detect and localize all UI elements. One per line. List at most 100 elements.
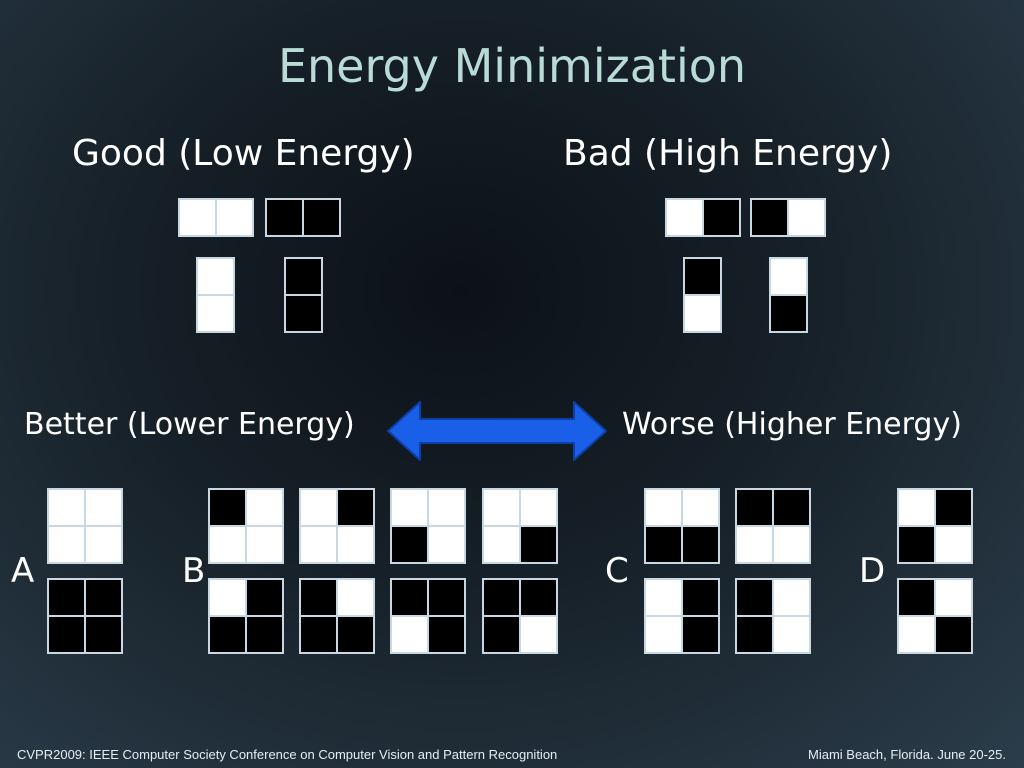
black-cell xyxy=(897,578,936,617)
grid-b-3 xyxy=(390,488,466,564)
black-cell xyxy=(519,578,558,617)
black-cell xyxy=(47,615,86,654)
white-cell xyxy=(772,578,811,617)
grid-b-1 xyxy=(208,488,284,564)
black-cell xyxy=(702,198,741,237)
white-cell xyxy=(299,488,338,527)
black-cell xyxy=(934,615,973,654)
grid-c-3 xyxy=(644,578,720,654)
white-cell xyxy=(215,198,254,237)
black-cell xyxy=(47,578,86,617)
white-cell xyxy=(644,615,683,654)
black-cell xyxy=(482,578,521,617)
black-cell xyxy=(427,578,466,617)
black-cell xyxy=(897,525,936,564)
black-cell xyxy=(284,294,323,333)
black-cell xyxy=(644,525,683,564)
white-cell xyxy=(644,578,683,617)
group-label-c: C xyxy=(605,551,629,591)
good-pair-vertical-same-white xyxy=(196,257,235,333)
black-cell xyxy=(284,257,323,296)
grid-b-6 xyxy=(299,578,375,654)
white-cell xyxy=(665,198,704,237)
black-cell xyxy=(390,578,429,617)
grid-c-1 xyxy=(644,488,720,564)
white-cell xyxy=(336,525,375,564)
black-cell xyxy=(245,615,284,654)
double-arrow-icon xyxy=(387,401,607,461)
black-cell xyxy=(336,615,375,654)
black-cell xyxy=(336,488,375,527)
white-cell xyxy=(208,578,247,617)
black-cell xyxy=(208,488,247,527)
black-cell xyxy=(519,525,558,564)
worse-label: Worse (Higher Energy) xyxy=(622,407,962,442)
white-cell xyxy=(772,525,811,564)
white-cell xyxy=(196,257,235,296)
black-cell xyxy=(735,488,774,527)
good-pair-horizontal-same-black xyxy=(265,198,341,237)
group-label-d: D xyxy=(859,551,886,591)
bad-pair-horizontal-white-black xyxy=(665,198,741,237)
footer-location-date: Miami Beach, Florida. June 20-25. xyxy=(808,747,1006,762)
grid-a-all-black xyxy=(47,578,123,654)
white-cell xyxy=(644,488,683,527)
black-cell xyxy=(265,198,304,237)
grid-d-2 xyxy=(897,578,973,654)
grid-b-4 xyxy=(482,488,558,564)
grid-b-7 xyxy=(390,578,466,654)
black-cell xyxy=(683,257,722,296)
white-cell xyxy=(245,525,284,564)
white-cell xyxy=(897,615,936,654)
white-cell xyxy=(390,615,429,654)
footer-conference: CVPR2009: IEEE Computer Society Conferen… xyxy=(17,747,558,762)
group-label-a: A xyxy=(11,551,35,591)
white-cell xyxy=(519,615,558,654)
grid-c-4 xyxy=(735,578,811,654)
bad-pair-horizontal-black-white xyxy=(750,198,826,237)
white-cell xyxy=(735,525,774,564)
white-cell xyxy=(336,578,375,617)
group-label-b: B xyxy=(182,551,206,591)
black-cell xyxy=(390,525,429,564)
black-cell xyxy=(750,198,789,237)
good-pair-horizontal-same-white xyxy=(178,198,254,237)
grid-a-all-white xyxy=(47,488,123,564)
black-cell xyxy=(482,615,521,654)
white-cell xyxy=(934,578,973,617)
black-cell xyxy=(735,615,774,654)
black-cell xyxy=(934,488,973,527)
white-cell xyxy=(934,525,973,564)
white-cell xyxy=(390,488,429,527)
white-cell xyxy=(681,488,720,527)
black-cell xyxy=(427,615,466,654)
white-cell xyxy=(84,525,123,564)
good-pair-vertical-same-black xyxy=(284,257,323,333)
black-cell xyxy=(208,615,247,654)
white-cell xyxy=(519,488,558,527)
black-cell xyxy=(769,294,808,333)
black-cell xyxy=(299,615,338,654)
black-cell xyxy=(84,615,123,654)
white-cell xyxy=(299,525,338,564)
black-cell xyxy=(772,488,811,527)
bad-pair-vertical-black-white xyxy=(683,257,722,333)
black-cell xyxy=(735,578,774,617)
white-cell xyxy=(47,488,86,527)
white-cell xyxy=(683,294,722,333)
white-cell xyxy=(178,198,217,237)
white-cell xyxy=(84,488,123,527)
white-cell xyxy=(897,488,936,527)
black-cell xyxy=(681,525,720,564)
bad-pair-vertical-white-black xyxy=(769,257,808,333)
white-cell xyxy=(47,525,86,564)
white-cell xyxy=(245,488,284,527)
white-cell xyxy=(772,615,811,654)
grid-b-8 xyxy=(482,578,558,654)
white-cell xyxy=(196,294,235,333)
black-cell xyxy=(681,615,720,654)
black-cell xyxy=(299,578,338,617)
grid-c-2 xyxy=(735,488,811,564)
black-cell xyxy=(245,578,284,617)
white-cell xyxy=(482,488,521,527)
